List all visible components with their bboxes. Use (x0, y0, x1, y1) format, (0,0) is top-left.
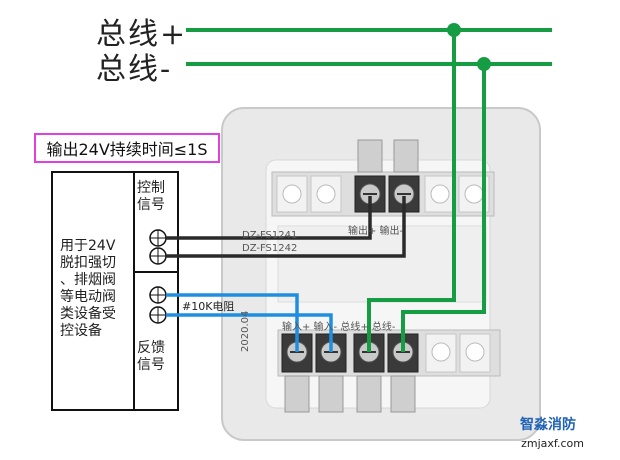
output-duration-callout: 输出24V持续时间≤1S (34, 133, 220, 163)
model-label-2: DZ-FS1242 (242, 243, 298, 254)
control-wire-minus (166, 196, 406, 258)
feedback-signal-label: 反馈信号 (137, 340, 165, 373)
purpose-line: 类设备受 (60, 306, 116, 322)
purpose-line: 控设备 (60, 323, 102, 339)
top-terminal-labels: 输出+ 输出- (348, 226, 404, 237)
feedback-wire-2 (166, 313, 333, 352)
watermark-url: zmjaxf.com (521, 437, 584, 450)
date-stamp: 2020.04 (240, 310, 251, 352)
top-screw-5 (424, 175, 456, 213)
control-terminal-1 (149, 229, 167, 247)
purpose-line: 脱扣强切 (60, 255, 116, 271)
bus-plus-label: 总线+ (96, 17, 188, 52)
bottom-screw-6 (459, 333, 491, 373)
purpose-line: 用于24V (60, 238, 116, 254)
top-screw-1 (276, 175, 308, 213)
bottom-screw-5 (425, 333, 457, 373)
feedback-wire-1 (166, 293, 299, 352)
bottom-terminal-labels: 输入+ 输入- 总线+ 总线- (282, 322, 396, 333)
top-terminal-block (271, 139, 495, 217)
purpose-line: 、排烟阀 (60, 272, 116, 288)
control-terminal-2 (149, 247, 167, 265)
bus-plus-drop (367, 30, 456, 352)
feedback-terminal-2 (149, 306, 167, 324)
control-wire-plus (166, 196, 372, 240)
feedback-terminal-1 (149, 286, 167, 304)
watermark-brand: 智淼消防 (520, 417, 576, 433)
bus-minus-label: 总线- (96, 52, 173, 87)
bus-minus-drop (401, 64, 486, 352)
bus-wires (186, 23, 552, 352)
purpose-line: 等电动阀 (60, 289, 116, 305)
control-wires (166, 196, 406, 258)
device-purpose-text: 用于24V 脱扣强切 、排烟阀 等电动阀 类设备受 控设备 (60, 238, 132, 340)
feedback-wires (166, 293, 333, 352)
model-label-1: DZ-FS1241 (242, 230, 298, 241)
top-screw-2 (310, 175, 342, 213)
resistor-label: #10K电阻 (182, 300, 235, 313)
controlled-device-box (51, 171, 179, 411)
control-signal-label: 控制信号 (137, 180, 165, 213)
